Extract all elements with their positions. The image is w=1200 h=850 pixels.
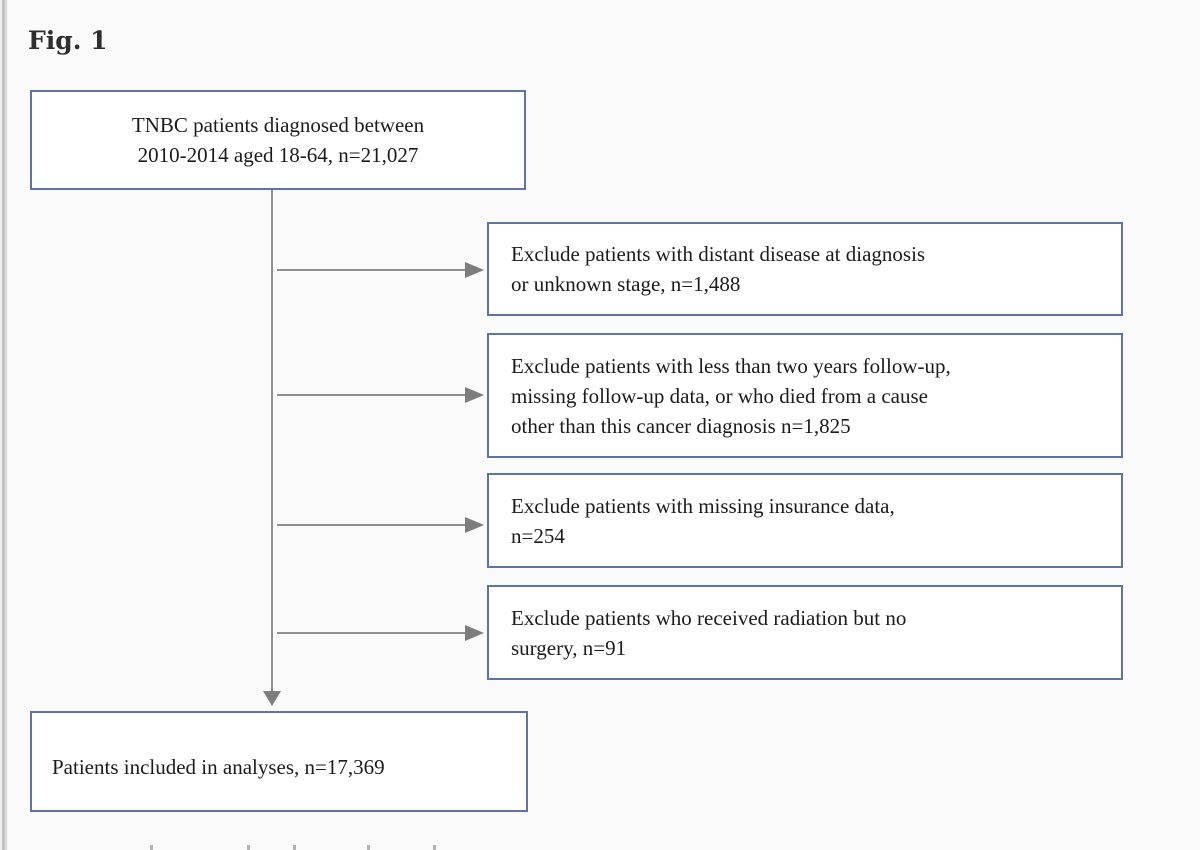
flow-vertical-connector	[271, 190, 273, 691]
flow-branch-line-1	[277, 269, 466, 271]
exclusion-1-line-2: or unknown stage, n=1,488	[511, 272, 741, 296]
exclusion-3-line-1: Exclude patients with missing insurance …	[511, 493, 895, 518]
flow-box-final-cohort: Patients included in analyses, n=17,369	[30, 711, 528, 812]
flow-branch-line-4	[277, 632, 466, 634]
window-edge-strip	[0, 0, 8, 850]
exclusion-4-line-2: surgery, n=91	[511, 635, 627, 660]
right-arrow-icon	[465, 387, 484, 403]
right-arrow-icon	[465, 262, 484, 278]
final-cohort-text: Patients included in analyses, n=17,369	[52, 754, 385, 779]
flow-box-exclusion-insurance: Exclude patients with missing insurance …	[487, 473, 1123, 568]
figure-label: Fig. 1	[28, 26, 108, 55]
flow-box-exclusion-radiation: Exclude patients who received radiation …	[487, 585, 1123, 680]
flow-box-exclusion-distant-disease: Exclude patients with distant disease at…	[487, 222, 1123, 316]
flow-branch-line-2	[277, 394, 466, 396]
flow-box-population: TNBC patients diagnosed between 2010-201…	[30, 90, 526, 190]
flow-box-population-line-2: 2010-2014 aged 18-64, n=21,027	[137, 143, 419, 167]
exclusion-4-line-1: Exclude patients who received radiation …	[511, 605, 907, 630]
clipped-next-line-text	[0, 845, 1200, 850]
down-arrow-icon	[263, 691, 281, 706]
flow-branch-line-3	[277, 524, 466, 526]
flow-box-population-line-1: TNBC patients diagnosed between	[131, 113, 425, 137]
exclusion-2-line-1: Exclude patients with less than two year…	[511, 353, 951, 378]
right-arrow-icon	[465, 517, 484, 533]
right-arrow-icon	[465, 625, 484, 641]
exclusion-2-line-2: missing follow-up data, or who died from…	[511, 383, 928, 408]
flow-box-exclusion-followup: Exclude patients with less than two year…	[487, 333, 1123, 458]
exclusion-3-line-2: n=254	[511, 523, 565, 548]
exclusion-1-line-1: Exclude patients with distant disease at…	[511, 242, 926, 266]
exclusion-2-line-3: other than this cancer diagnosis n=1,825	[511, 413, 851, 438]
